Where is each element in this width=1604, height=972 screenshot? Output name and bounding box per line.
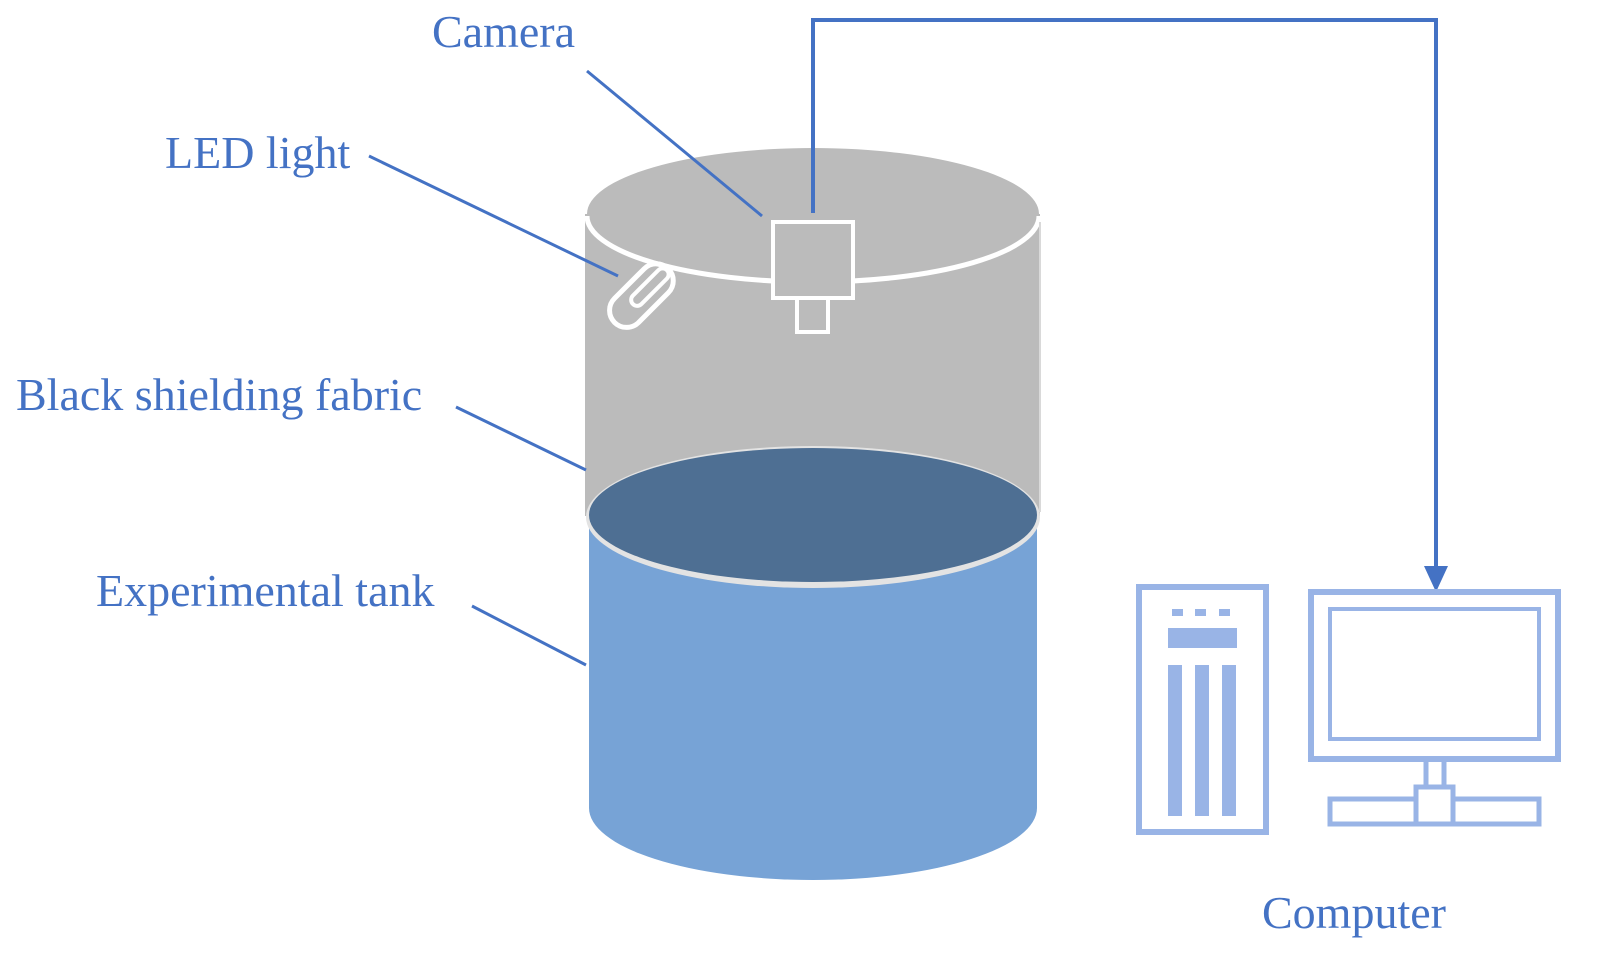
tank-leader-line — [471, 604, 587, 667]
leader-lines — [368, 69, 763, 667]
led-light-label: LED light — [165, 127, 350, 178]
camera-label: Camera — [432, 6, 575, 57]
experimental-tank — [589, 515, 1037, 880]
signal-connection-line — [811, 18, 1448, 592]
fabric-leader-line — [455, 405, 587, 472]
black-shielding-fabric-label: Black shielding fabric — [16, 369, 422, 420]
water-surface-ellipse — [589, 448, 1037, 582]
computer-label: Computer — [1262, 887, 1446, 938]
arrowhead-icon — [1424, 566, 1448, 592]
monitor-icon — [1308, 589, 1561, 827]
led-light-icon — [607, 261, 676, 330]
computer-tower-icon — [1136, 584, 1269, 835]
water-surface — [586, 446, 1040, 588]
led-light-leader-line — [368, 154, 619, 278]
experimental-tank-label: Experimental tank — [96, 565, 435, 616]
camera-leader-line — [586, 69, 763, 218]
tank-body — [589, 515, 1037, 880]
fabric-top — [587, 148, 1039, 280]
camera-icon — [771, 220, 855, 334]
